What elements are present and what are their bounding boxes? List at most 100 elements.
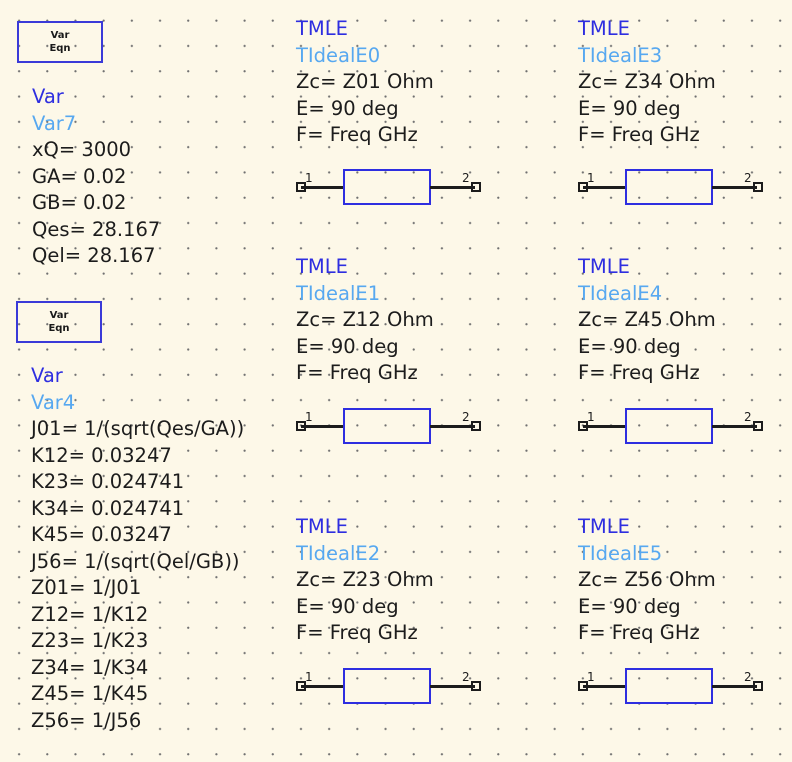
var-eqn-icon-top: Var xyxy=(49,310,69,321)
tline-body[interactable] xyxy=(343,668,431,704)
tline-label-tidealE0: TMLE TIdealE0 Zc= Z01 Ohm E= 90 deg F= F… xyxy=(296,16,434,149)
var-equation: Qes= 28.167 xyxy=(32,217,161,241)
var-equation: K12= 0.03247 xyxy=(31,443,172,467)
tline-zc: Zc= Z45 Ohm xyxy=(578,308,716,331)
port-2-number: 2 xyxy=(744,171,752,185)
port-2-number: 2 xyxy=(744,670,752,684)
port-1-number: 1 xyxy=(305,171,313,185)
var-type-label: Var xyxy=(32,85,64,108)
tline-zc: Zc= Z12 Ohm xyxy=(296,308,434,331)
tline-f: F= Freq GHz xyxy=(578,123,700,146)
tline-instance: TIdealE3 xyxy=(578,43,663,67)
var-equation: Z56= 1/J56 xyxy=(31,708,142,732)
var-equation: J56= 1/(sqrt(Qel/GB)) xyxy=(31,549,240,573)
port-2-terminal[interactable] xyxy=(471,421,481,431)
tline-e: E= 90 deg xyxy=(578,594,681,618)
var-eqn-icon[interactable]: Var Eqn xyxy=(16,301,102,343)
var-equation: Z45= 1/K45 xyxy=(31,682,149,705)
port-2-terminal[interactable] xyxy=(753,182,763,192)
port-1-terminal[interactable] xyxy=(296,421,306,431)
tline-body[interactable] xyxy=(343,408,431,444)
var-equation: K34= 0.024741 xyxy=(31,496,185,520)
lead-left xyxy=(583,425,627,428)
var-block-var4[interactable]: Var Var4 J01= 1/(sqrt(Qes/GA)) K12= 0.03… xyxy=(31,363,244,734)
tline-label-tidealE1: TMLE TIdealE1 Zc= Z12 Ohm E= 90 deg F= F… xyxy=(296,254,434,387)
lead-left xyxy=(301,425,345,428)
port-1-number: 1 xyxy=(587,670,595,684)
tline-instance: TIdealE1 xyxy=(296,281,381,305)
lead-left xyxy=(583,685,627,688)
tline-instance: TIdealE5 xyxy=(578,541,663,565)
tline-type: TMLE xyxy=(578,17,630,40)
var-eqn-icon-bottom: Eqn xyxy=(49,43,71,54)
tline-body[interactable] xyxy=(625,169,713,205)
tline-instance: TIdealE0 xyxy=(296,43,381,67)
lead-right xyxy=(430,685,475,688)
tline-zc: Zc= Z01 Ohm xyxy=(296,70,434,93)
var-eqn-icon-top: Var xyxy=(50,30,70,41)
tline-e: E= 90 deg xyxy=(296,334,399,358)
lead-right xyxy=(430,425,475,428)
tline-label-tidealE5: TMLE TIdealE5 Zc= Z56 Ohm E= 90 deg F= F… xyxy=(578,514,716,647)
tline-type: TMLE xyxy=(296,255,348,278)
port-1-terminal[interactable] xyxy=(578,681,588,691)
tline-f: F= Freq GHz xyxy=(296,123,418,146)
var-equation: K45= 0.03247 xyxy=(31,523,172,546)
lead-right xyxy=(712,685,757,688)
tline-zc: Zc= Z56 Ohm xyxy=(578,568,716,591)
tline-label-tidealE2: TMLE TIdealE2 Zc= Z23 Ohm E= 90 deg F= F… xyxy=(296,514,434,647)
port-2-terminal[interactable] xyxy=(753,681,763,691)
tline-body[interactable] xyxy=(625,668,713,704)
tline-f: F= Freq GHz xyxy=(578,361,700,384)
tline-body[interactable] xyxy=(625,408,713,444)
port-2-number: 2 xyxy=(462,670,470,684)
lead-right xyxy=(712,186,757,189)
port-1-terminal[interactable] xyxy=(296,681,306,691)
port-1-number: 1 xyxy=(587,410,595,424)
port-2-number: 2 xyxy=(744,410,752,424)
port-1-number: 1 xyxy=(587,171,595,185)
tline-label-tidealE3: TMLE TIdealE3 Zc= Z34 Ohm E= 90 deg F= F… xyxy=(578,16,716,149)
port-1-terminal[interactable] xyxy=(296,182,306,192)
tline-e: E= 90 deg xyxy=(578,334,681,358)
port-1-terminal[interactable] xyxy=(578,182,588,192)
tline-f: F= Freq GHz xyxy=(296,361,418,384)
port-1-terminal[interactable] xyxy=(578,421,588,431)
var-eqn-icon[interactable]: Var Eqn xyxy=(17,21,103,63)
tline-e: E= 90 deg xyxy=(578,96,681,120)
var-equation: Z01= 1/J01 xyxy=(31,576,142,599)
lead-right xyxy=(712,425,757,428)
tline-e: E= 90 deg xyxy=(296,96,399,120)
var-equation: GB= 0.02 xyxy=(32,191,127,214)
tline-label-tidealE4: TMLE TIdealE4 Zc= Z45 Ohm E= 90 deg F= F… xyxy=(578,254,716,387)
var-type-label: Var xyxy=(31,364,63,387)
tline-type: TMLE xyxy=(578,515,630,538)
lead-right xyxy=(430,186,475,189)
tline-e: E= 90 deg xyxy=(296,594,399,618)
port-2-number: 2 xyxy=(462,171,470,185)
tline-type: TMLE xyxy=(578,255,630,278)
port-2-terminal[interactable] xyxy=(753,421,763,431)
tline-instance: TIdealE2 xyxy=(296,541,381,565)
var-instance-label: Var7 xyxy=(32,111,77,135)
lead-left xyxy=(301,186,345,189)
lead-left xyxy=(583,186,627,189)
port-2-number: 2 xyxy=(462,410,470,424)
var-equation: Z23= 1/K23 xyxy=(31,629,149,652)
tline-zc: Zc= Z34 Ohm xyxy=(578,70,716,93)
var-equation: Z12= 1/K12 xyxy=(31,602,149,626)
var-equation: Z34= 1/K34 xyxy=(31,655,149,679)
var-equation: xQ= 3000 xyxy=(32,138,132,161)
port-1-number: 1 xyxy=(305,670,313,684)
var-equation: GA= 0.02 xyxy=(32,164,127,188)
var-eqn-icon-bottom: Eqn xyxy=(48,323,70,334)
port-2-terminal[interactable] xyxy=(471,182,481,192)
tline-zc: Zc= Z23 Ohm xyxy=(296,568,434,591)
tline-body[interactable] xyxy=(343,169,431,205)
var-equation: K23= 0.024741 xyxy=(31,470,185,493)
port-2-terminal[interactable] xyxy=(471,681,481,691)
tline-instance: TIdealE4 xyxy=(578,281,663,305)
tline-type: TMLE xyxy=(296,515,348,538)
port-1-number: 1 xyxy=(305,410,313,424)
var-block-var7[interactable]: Var Var7 xQ= 3000 GA= 0.02 GB= 0.02 Qes=… xyxy=(32,84,160,270)
